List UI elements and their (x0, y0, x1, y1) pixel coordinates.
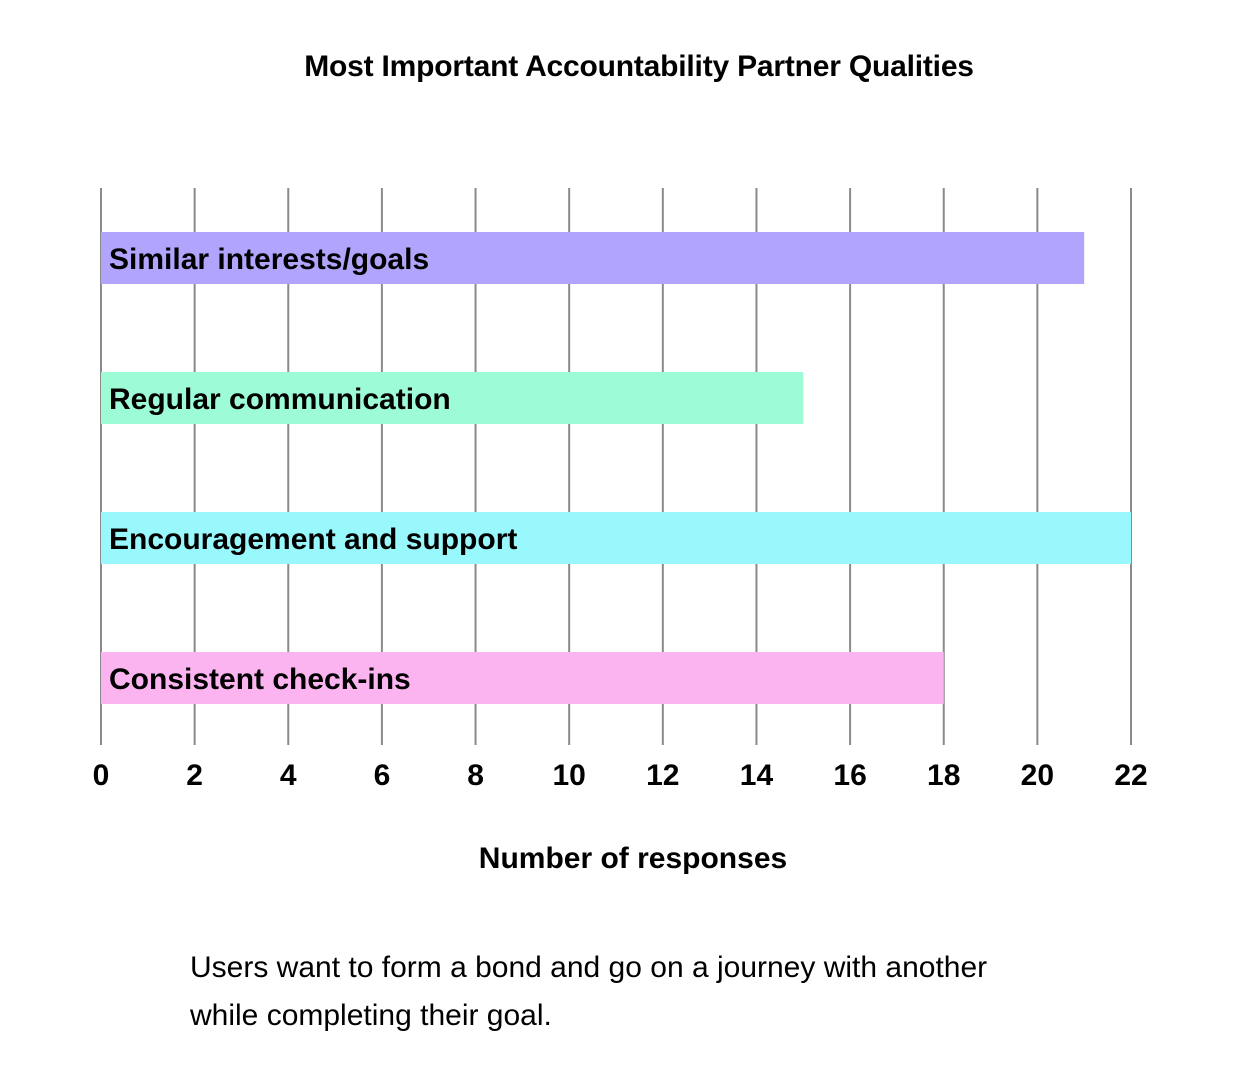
caption-line-1: Users want to form a bond and go on a jo… (190, 951, 988, 984)
bar (101, 512, 1131, 564)
bar (101, 652, 944, 704)
caption: Users want to form a bond and go on a jo… (190, 944, 1090, 1040)
x-tick-label: 12 (646, 759, 679, 792)
x-tick-label: 22 (1114, 759, 1147, 792)
x-tick-label: 20 (1021, 759, 1054, 792)
x-tick-label: 8 (467, 759, 484, 792)
x-tick-label: 10 (552, 759, 585, 792)
chart-title: Most Important Accountability Partner Qu… (304, 50, 974, 83)
x-tick-label: 6 (374, 759, 391, 792)
x-tick-label: 16 (833, 759, 866, 792)
bar (101, 372, 804, 424)
x-tick-label: 4 (280, 759, 297, 792)
x-axis-label: Number of responses (478, 842, 788, 875)
bar-label: Consistent check-ins (109, 663, 411, 696)
caption-line-2: while completing their goal. (190, 999, 552, 1032)
x-tick-label: 2 (186, 759, 203, 792)
x-tick-label: 18 (927, 759, 960, 792)
bar-label: Regular communication (109, 383, 451, 416)
bar-label: Encouragement and support (109, 523, 517, 556)
bar-label: Similar interests/goals (109, 243, 429, 276)
x-axis-ticks: 0 2 4 6 8 10 12 14 16 18 20 22 (93, 759, 1148, 792)
bar (101, 232, 1085, 284)
x-tick-label: 14 (740, 759, 774, 792)
x-tick-label: 0 (93, 759, 110, 792)
